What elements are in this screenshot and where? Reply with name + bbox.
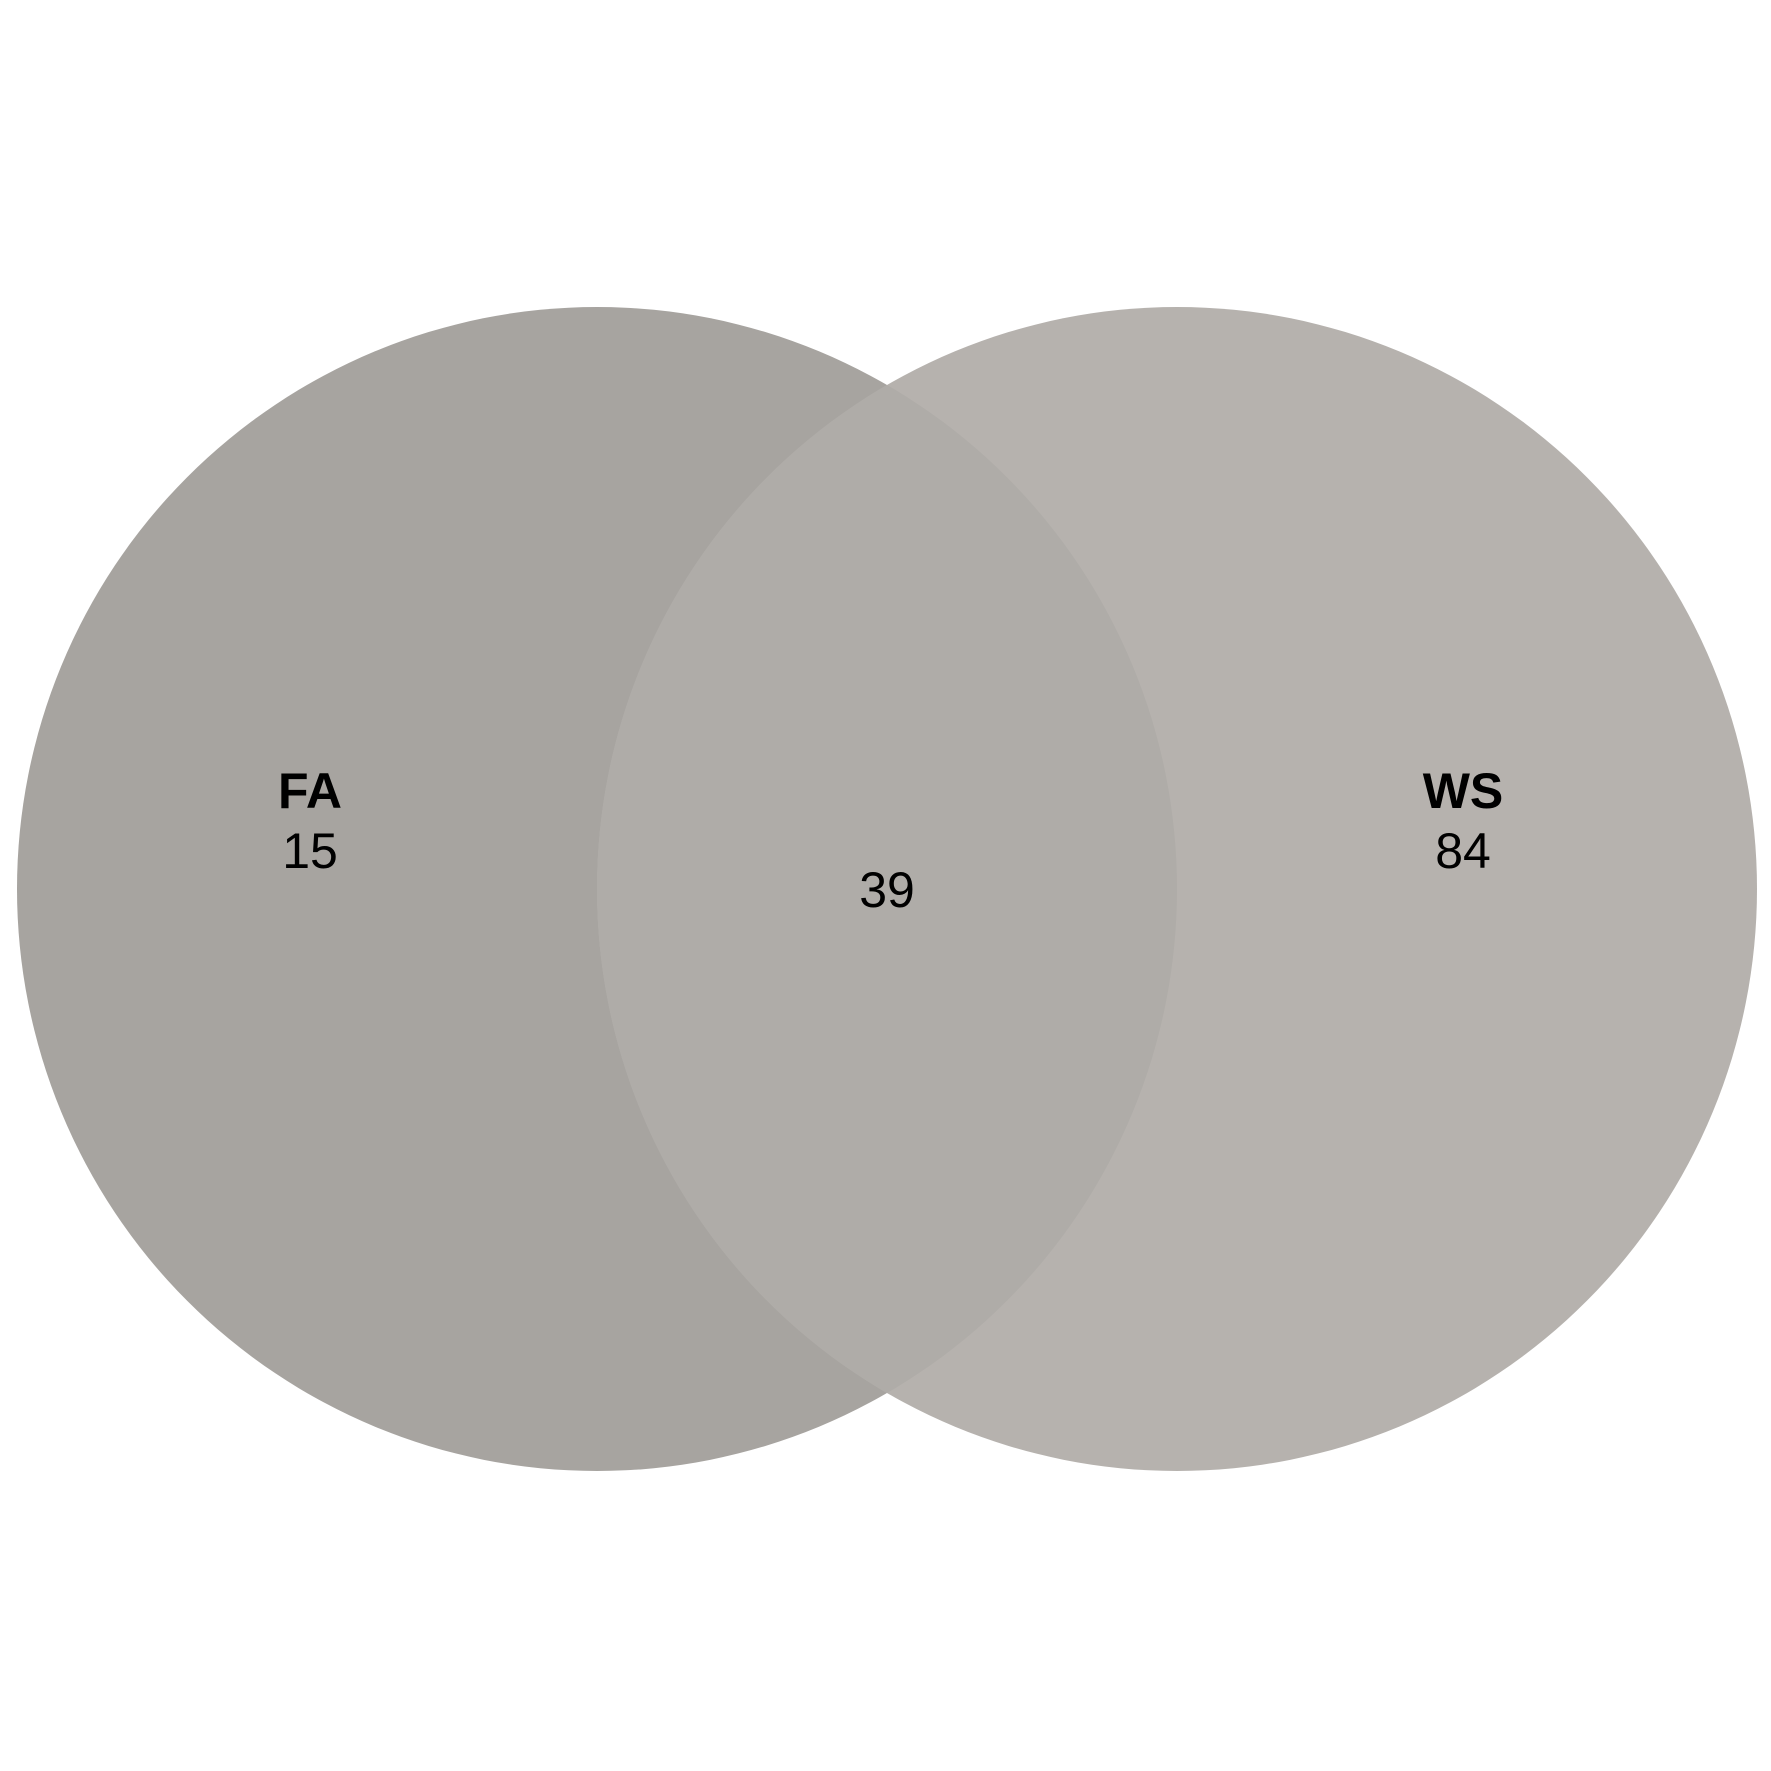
set-ws-only-count: 84	[1435, 823, 1491, 879]
set-fa-label: FA	[278, 763, 342, 819]
intersection-region	[597, 307, 1177, 1471]
intersection-count: 39	[859, 862, 915, 918]
set-ws-label: WS	[1423, 763, 1504, 819]
set-fa-only-count: 15	[282, 823, 338, 879]
